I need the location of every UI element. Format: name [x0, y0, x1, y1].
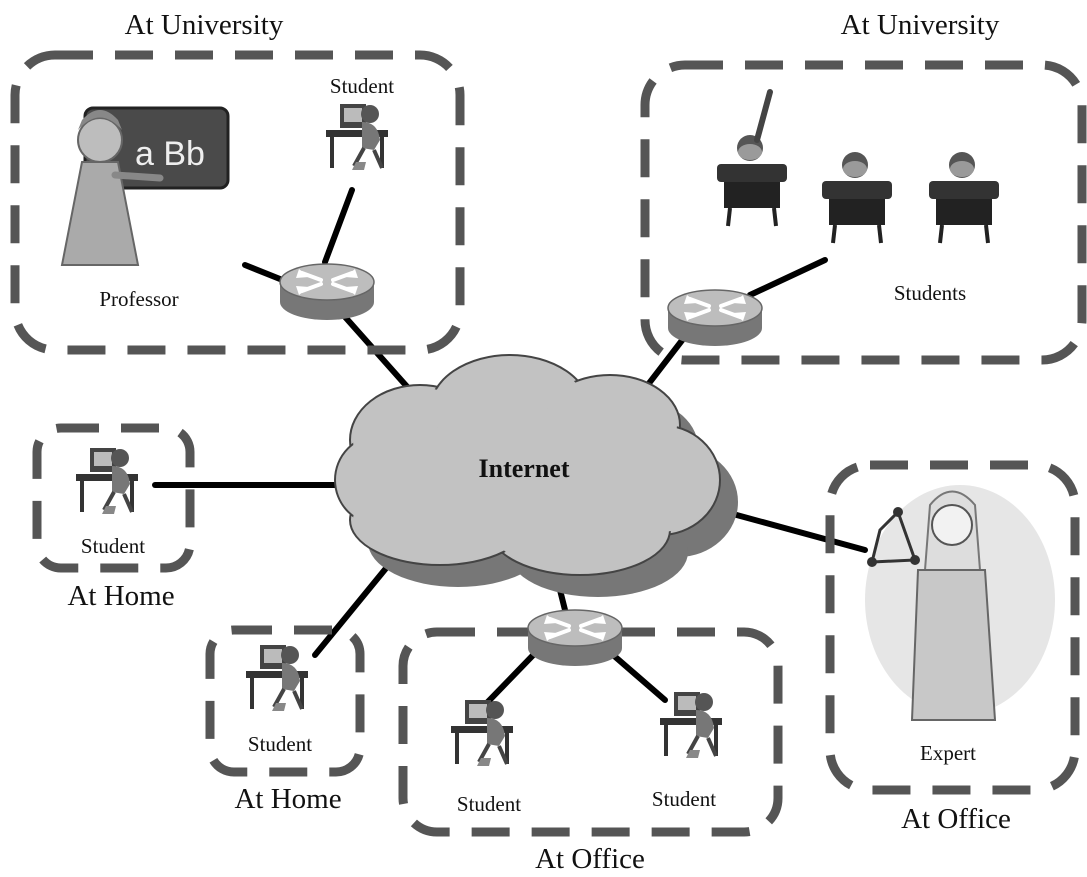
- router-icon: [666, 288, 764, 348]
- student-computer-icon: [658, 690, 724, 760]
- student-office-2-label: Student: [652, 787, 716, 811]
- group-box-office-right: [825, 460, 1080, 795]
- student-university-label: Student: [330, 74, 394, 98]
- svg-text:a Bb: a Bb: [135, 135, 205, 173]
- group-label-home-bottom: At Home: [234, 783, 341, 815]
- group-label-office-bottom: At Office: [535, 843, 645, 875]
- router-icon: [526, 608, 624, 668]
- students-label: Students: [894, 281, 966, 305]
- internet-label: Internet: [479, 454, 570, 483]
- group-label-university-right: At University: [841, 9, 1000, 41]
- group-label-home-left: At Home: [67, 580, 174, 612]
- group-box-university-left: [10, 50, 465, 355]
- cloud-icon: [334, 354, 738, 597]
- expert-woman-icon: [865, 485, 1055, 721]
- student-computer-icon: [74, 446, 140, 516]
- professor-label: Professor: [99, 287, 178, 311]
- router-icon: [278, 262, 376, 322]
- group-label-university-left: At University: [125, 9, 284, 41]
- professor-chalkboard-icon: a Bb: [60, 106, 230, 266]
- students-desks-icon: [715, 89, 1001, 245]
- expert-label: Expert: [920, 741, 976, 765]
- student-computer-icon: [244, 643, 310, 713]
- group-box-university-right: [640, 60, 1087, 365]
- student-computer-icon: [449, 698, 515, 768]
- group-box-home-left: [32, 423, 195, 573]
- student-home-bottom-label: Student: [248, 732, 312, 756]
- student-home-left-label: Student: [81, 534, 145, 558]
- student-office-1-label: Student: [457, 792, 521, 816]
- group-label-office-right: At Office: [901, 803, 1011, 835]
- group-box-home-bottom: [205, 625, 365, 777]
- student-computer-icon: [324, 102, 390, 172]
